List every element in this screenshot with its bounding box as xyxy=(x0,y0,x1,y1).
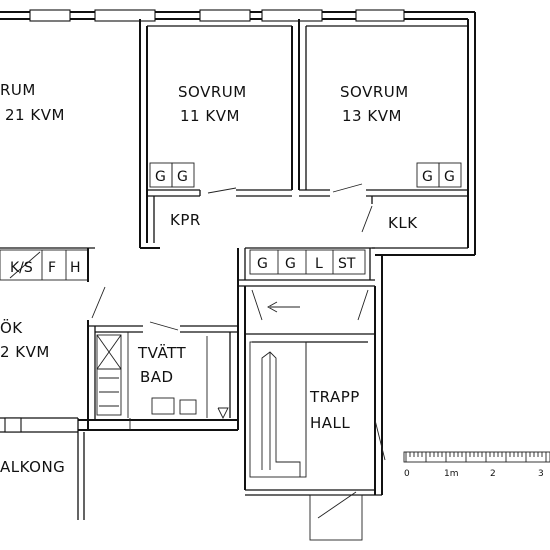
cabinets-mid: G G xyxy=(149,162,195,188)
room-name-large: RUM xyxy=(0,81,36,99)
room-label-balkong: ALKONG xyxy=(0,458,65,476)
washbasin xyxy=(151,397,175,415)
room-area-13: 13 KVM xyxy=(342,107,402,125)
room-name-13: SOVRUM xyxy=(340,83,409,101)
scale-tick-label: 2 xyxy=(490,469,496,479)
balcony-walls xyxy=(0,417,85,520)
cabinet-label: G xyxy=(285,256,296,272)
room-area-large: 21 KVM xyxy=(5,106,65,124)
scale-tick-label: 0 xyxy=(404,469,410,479)
room-label-kpr: KPR xyxy=(170,211,201,229)
window xyxy=(29,9,71,22)
toilet xyxy=(179,399,197,415)
room-label-tvatt: TVÄTT xyxy=(137,343,186,362)
cabinets-right: G G xyxy=(416,162,462,188)
bedroom-13-walls xyxy=(299,25,468,233)
window xyxy=(94,9,156,22)
cabinets-kitchen: K/S F H xyxy=(10,260,81,276)
outer-top-wall xyxy=(0,9,475,22)
scale-tick-label: 1m xyxy=(444,469,459,479)
room-name-kok: ÖK xyxy=(0,318,23,337)
room-area-kok: 2 KVM xyxy=(0,343,50,361)
cabinet-label: L xyxy=(315,256,323,272)
scale-bar: 0 1m 2 3 xyxy=(403,451,550,479)
room-label-trapp: TRAPP xyxy=(309,388,360,406)
room-name-11: SOVRUM xyxy=(178,83,247,101)
window xyxy=(261,9,323,22)
cabinet-label: H xyxy=(70,260,81,276)
cabinets-hall: G G L ST xyxy=(257,256,356,272)
cabinet-label: G xyxy=(257,256,268,272)
scale-tick-label: 3 xyxy=(538,469,544,479)
outer-right-wall xyxy=(375,12,476,256)
room-area-11: 11 KVM xyxy=(180,107,240,125)
hall-cabinet-row xyxy=(237,247,375,430)
cabinet-label: K/S xyxy=(10,260,33,276)
cabinet-label: G xyxy=(444,169,455,185)
stairwell xyxy=(244,255,386,541)
cabinet-label: G xyxy=(155,169,166,185)
room-label-hall: HALL xyxy=(310,414,350,432)
cabinet-label: G xyxy=(177,169,188,185)
window xyxy=(355,9,405,22)
cabinet-label: G xyxy=(422,169,433,185)
room-label-bad: BAD xyxy=(140,368,174,386)
bedroom-11-walls xyxy=(139,19,300,249)
cabinet-label: ST xyxy=(338,256,356,272)
kitchen-bath-walls xyxy=(0,247,238,431)
room-label-klk: KLK xyxy=(388,214,418,232)
window xyxy=(199,9,251,22)
cabinet-label: F xyxy=(48,260,56,276)
